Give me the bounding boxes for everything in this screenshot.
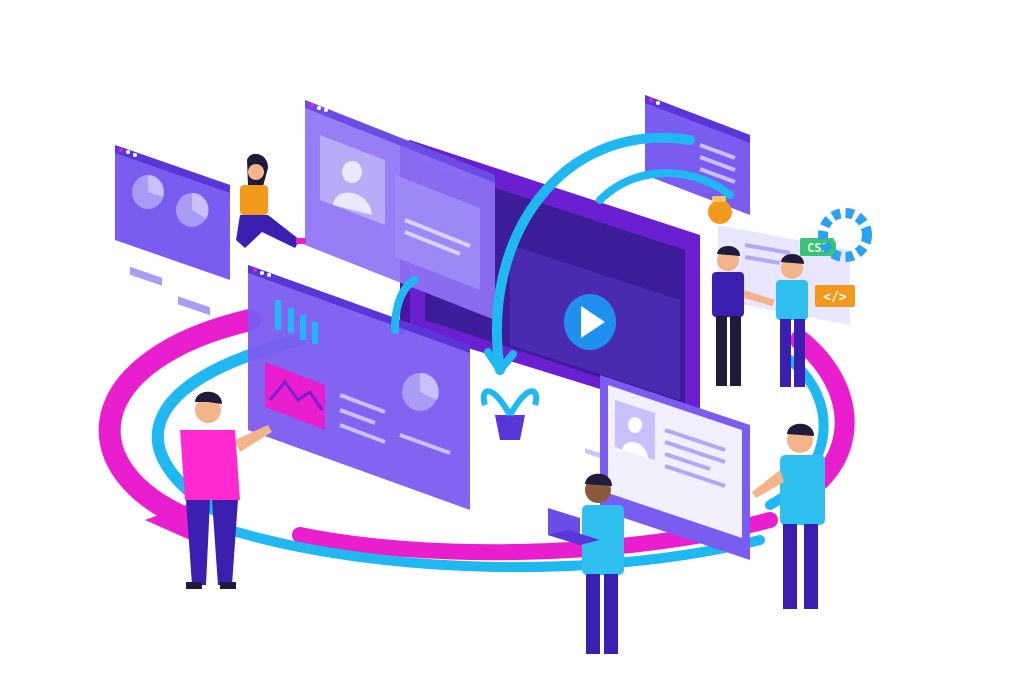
laptop-icon [548,508,600,545]
avatar-icon [333,161,372,215]
gear-icon [818,208,872,262]
svg-text:</>: </> [823,290,847,305]
list-panel-top-right [645,95,750,215]
code-icon: </> [823,290,847,305]
pie-chart-icon [176,192,209,227]
mountain-image-icon [265,362,325,430]
person-cyan-shirt-right [752,423,825,609]
person-with-laptop [548,473,624,654]
avatar-icon [622,417,648,458]
dashboard-panel-left [115,145,230,316]
cyan-arrows [391,132,734,375]
play-icon [564,294,616,350]
person-cyan-shirt [776,253,808,387]
person-sitting-woman [236,153,306,248]
person-dark-shirt [712,245,775,386]
pie-chart-icon [402,372,439,411]
plant-pot [480,388,540,440]
analytics-panel [248,265,470,510]
lightbulb-icon [708,196,732,224]
person-pink-shirt [180,391,272,589]
pie-chart-icon [132,175,164,209]
central-monitor [400,140,700,461]
profile-card [600,375,750,560]
profile-panel [305,100,495,320]
